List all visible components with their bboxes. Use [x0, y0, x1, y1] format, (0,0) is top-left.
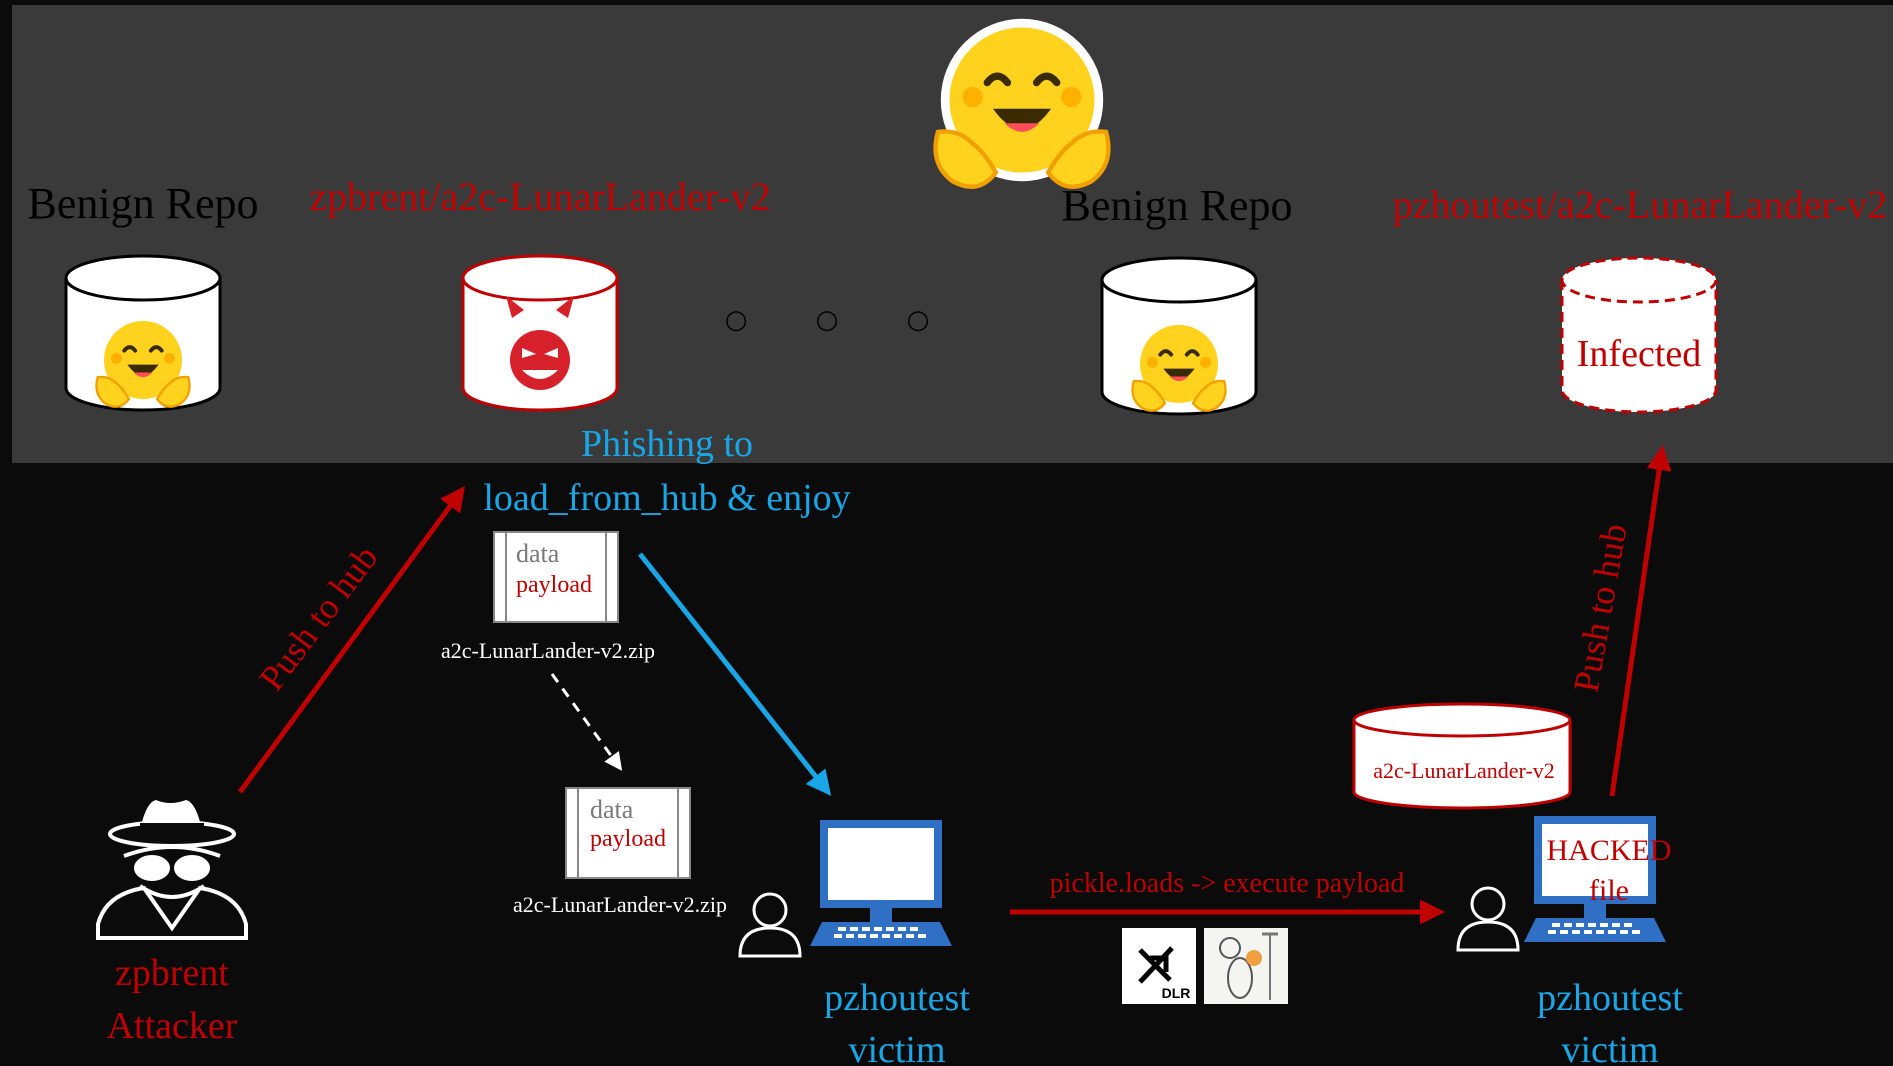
- person-icon-victim2: [1456, 886, 1520, 952]
- payload-file-2[interactable]: data payload: [565, 787, 691, 879]
- infected-repo-pzhoutest[interactable]: Infected: [1560, 256, 1718, 414]
- computer-icon-victim1[interactable]: [810, 820, 952, 946]
- victim2-name: pzhoutest: [1537, 977, 1683, 1019]
- benign-repo-2[interactable]: [1100, 256, 1258, 416]
- repo-label-zpbrent: zpbrent/a2c-LunarLander-v2: [309, 174, 770, 219]
- victim2-role: victim: [1561, 1029, 1658, 1066]
- file2-caption: a2c-LunarLander-v2.zip: [513, 892, 727, 917]
- hacked-screen-line2: file: [1589, 874, 1629, 907]
- devil-icon: [506, 296, 574, 390]
- victim1-role: victim: [848, 1029, 945, 1066]
- repo-label-benign-2: Benign Repo: [1062, 181, 1293, 230]
- file1-caption: a2c-LunarLander-v2.zip: [441, 638, 655, 663]
- attacker-role: Attacker: [107, 1005, 238, 1047]
- repo-label-pzhoutest: pzhoutest/a2c-LunarLander-v2: [1393, 182, 1888, 227]
- ellipsis: ○ ○ ○: [725, 305, 960, 335]
- file2-payload-label: payload: [590, 826, 666, 852]
- victim1-name: pzhoutest: [824, 977, 970, 1019]
- phishing-arrow: [638, 552, 832, 796]
- copy-arrow: [550, 673, 623, 771]
- push-arrow-left: [237, 485, 465, 794]
- hacked-screen-line1: HACKED: [1547, 834, 1672, 867]
- phishing-label-line1: Phishing to: [581, 423, 753, 465]
- local-repo-a2c[interactable]: a2c-LunarLander-v2: [1352, 702, 1572, 810]
- file1-data-label: data: [516, 539, 560, 568]
- malicious-repo-zpbrent[interactable]: [461, 254, 619, 412]
- push-label-right: Push to hub: [1566, 521, 1635, 695]
- repo-label-benign-1: Benign Repo: [28, 179, 259, 228]
- push-arrow-right: [1609, 445, 1672, 797]
- person-icon-victim1: [738, 892, 802, 958]
- huggingface-logo-icon: [936, 18, 1109, 187]
- local-repo-label: a2c-LunarLander-v2: [1373, 758, 1555, 783]
- dlr-logo-text: DLR: [1162, 985, 1191, 1001]
- cartoon-logo-icon: [1204, 928, 1288, 1004]
- file2-data-label: data: [590, 795, 634, 824]
- benign-repo-1[interactable]: [64, 254, 222, 412]
- pickle-label: pickle.loads -> execute payload: [1050, 868, 1405, 899]
- payload-file-1[interactable]: data payload: [493, 531, 619, 623]
- attacker-name: zpbrent: [115, 952, 229, 994]
- dlr-logo-icon: DLR: [1122, 928, 1196, 1004]
- infected-label: Infected: [1577, 333, 1701, 375]
- phishing-label-line2: load_from_hub & enjoy: [483, 477, 850, 519]
- spy-attacker-icon: [96, 800, 248, 940]
- file1-payload-label: payload: [516, 572, 592, 598]
